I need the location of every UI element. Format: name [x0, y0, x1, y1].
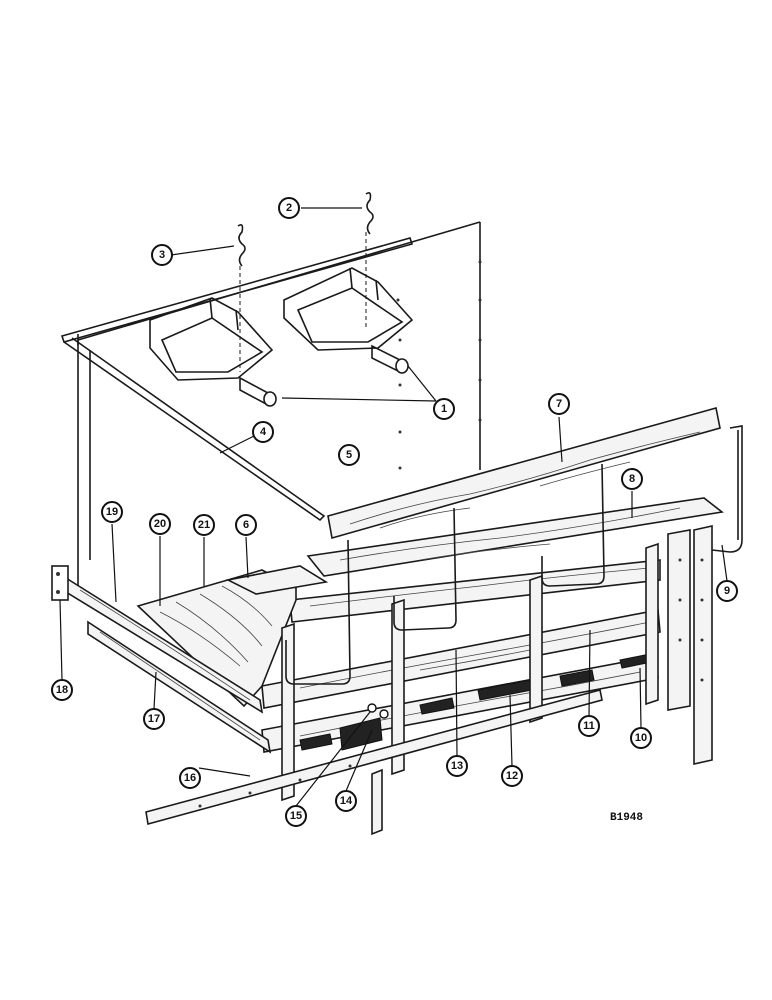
callout-11: 11 [578, 715, 600, 737]
svg-text:18: 18 [56, 684, 68, 696]
svg-text:9: 9 [724, 585, 730, 597]
lower-board [261, 609, 661, 709]
callout-8: 8 [621, 468, 643, 490]
svg-text:15: 15 [290, 810, 302, 822]
stub-post [371, 768, 383, 836]
callout-5: 5 [338, 444, 360, 466]
leader-lines [59, 207, 728, 807]
pin-right [371, 344, 409, 374]
top-rail [60, 237, 414, 522]
chain-hook-right [365, 192, 374, 330]
right-handle-bracket [283, 267, 414, 351]
svg-text:19: 19 [106, 506, 118, 518]
callout-12: 12 [501, 765, 523, 787]
svg-text:11: 11 [583, 720, 595, 732]
svg-text:6: 6 [243, 519, 249, 531]
callout-1: 1 [433, 398, 455, 420]
svg-text:14: 14 [340, 795, 353, 807]
svg-text:5: 5 [346, 449, 352, 461]
left-handle-bracket [149, 297, 274, 381]
callout-10: 10 [630, 727, 652, 749]
svg-text:13: 13 [451, 760, 463, 772]
left-bracket-plate [51, 565, 69, 601]
callout-13: 13 [446, 755, 468, 777]
svg-text:8: 8 [629, 473, 635, 485]
right-hook-bracket [711, 425, 743, 553]
callout-6: 6 [235, 514, 257, 536]
svg-text:1: 1 [441, 403, 447, 415]
svg-text:7: 7 [556, 398, 562, 410]
floor-platform [136, 565, 329, 708]
svg-text:20: 20 [154, 518, 166, 530]
callout-19: 19 [101, 501, 123, 523]
svg-text:10: 10 [635, 732, 647, 744]
svg-text:2: 2 [286, 202, 292, 214]
callout-18: 18 [51, 679, 73, 701]
vertical-posts [281, 542, 659, 802]
svg-text:16: 16 [184, 772, 196, 784]
callout-17: 17 [143, 708, 165, 730]
second-board [306, 497, 724, 577]
svg-text:4: 4 [260, 426, 267, 438]
right-frame-uprights [667, 525, 713, 765]
top-seat-board [327, 406, 721, 540]
callout-16: 16 [179, 767, 201, 789]
third-board [289, 559, 661, 623]
u-bars [285, 463, 605, 685]
callout-15: 15 [285, 805, 307, 827]
pin-left [239, 376, 277, 407]
back-panel [77, 221, 482, 590]
callout-14: 14 [335, 790, 357, 812]
left-lower-frame [87, 620, 272, 754]
svg-text:3: 3 [159, 249, 165, 261]
callout-9: 9 [716, 580, 738, 602]
callout-3: 3 [151, 244, 173, 266]
chain-hook-left [237, 224, 246, 372]
callout-2: 2 [278, 197, 300, 219]
svg-text:12: 12 [506, 770, 518, 782]
callout-4: 4 [252, 421, 274, 443]
callout-7: 7 [548, 393, 570, 415]
svg-text:21: 21 [198, 519, 210, 531]
mounting-hardware [339, 703, 389, 751]
svg-text:17: 17 [148, 713, 160, 725]
callout-21: 21 [193, 514, 215, 536]
callout-20: 20 [149, 513, 171, 535]
reference-code: B1948 [610, 812, 643, 824]
bottom-cross-angle [145, 689, 603, 826]
